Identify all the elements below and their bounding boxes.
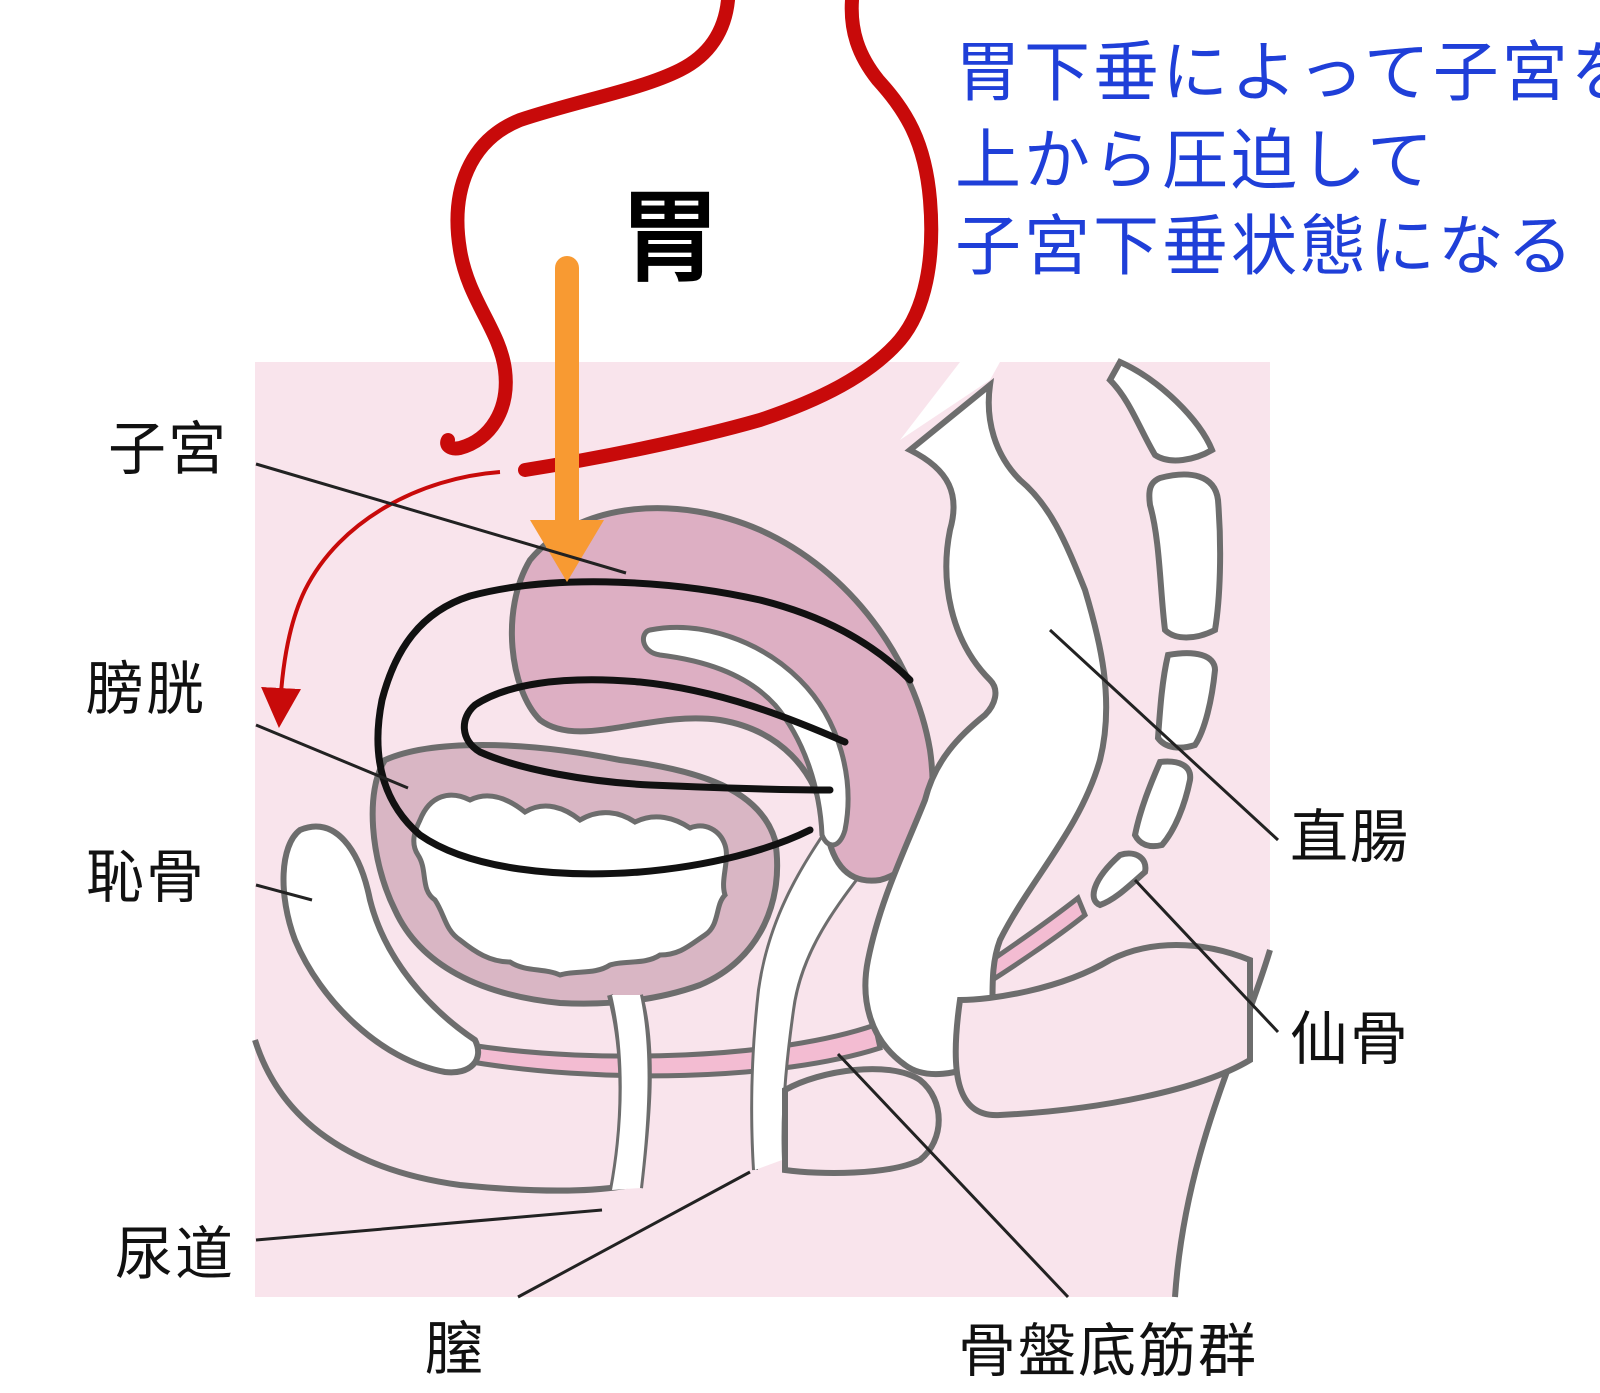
label-bladder: 膀胱 bbox=[86, 655, 207, 723]
leader-lines bbox=[255, 462, 1280, 1299]
bladder-lumen bbox=[411, 792, 729, 978]
label-pubic-bone: 恥骨 bbox=[86, 843, 207, 911]
sacrum-segment bbox=[1154, 650, 1219, 751]
sacrum-segment bbox=[1106, 358, 1216, 464]
coccyx bbox=[1090, 850, 1149, 909]
uterus-trace bbox=[374, 578, 914, 878]
label-rectum: 直腸 bbox=[1290, 803, 1411, 871]
annotation-line-2: 上から圧迫して bbox=[955, 122, 1437, 199]
pubic-bone bbox=[280, 823, 482, 1076]
label-sacrum: 仙骨 bbox=[1290, 1005, 1411, 1073]
label-pelvic-floor-muscles: 骨盤底筋群 bbox=[958, 1317, 1259, 1385]
stomach-label: 胃 bbox=[620, 179, 720, 296]
sacrum-segment bbox=[1131, 758, 1194, 850]
annotation-line-3: 子宮下垂状態になる bbox=[955, 208, 1576, 285]
urethra bbox=[607, 994, 652, 1191]
stomach-outline bbox=[440, 0, 735, 456]
orange-down-arrow-icon bbox=[530, 256, 604, 582]
label-uterus: 子宮 bbox=[108, 415, 229, 483]
label-vagina: 膣 bbox=[425, 1315, 486, 1383]
sacrum-segment bbox=[1146, 471, 1224, 641]
perineum-outline bbox=[252, 1039, 641, 1194]
uterine-cavity bbox=[641, 625, 851, 848]
annotation-line-1: 胃下垂によって子宮を bbox=[955, 34, 1600, 111]
rectum bbox=[862, 377, 1110, 1078]
red-curved-arrow-icon bbox=[261, 470, 501, 728]
label-urethra: 尿道 bbox=[115, 1220, 236, 1288]
